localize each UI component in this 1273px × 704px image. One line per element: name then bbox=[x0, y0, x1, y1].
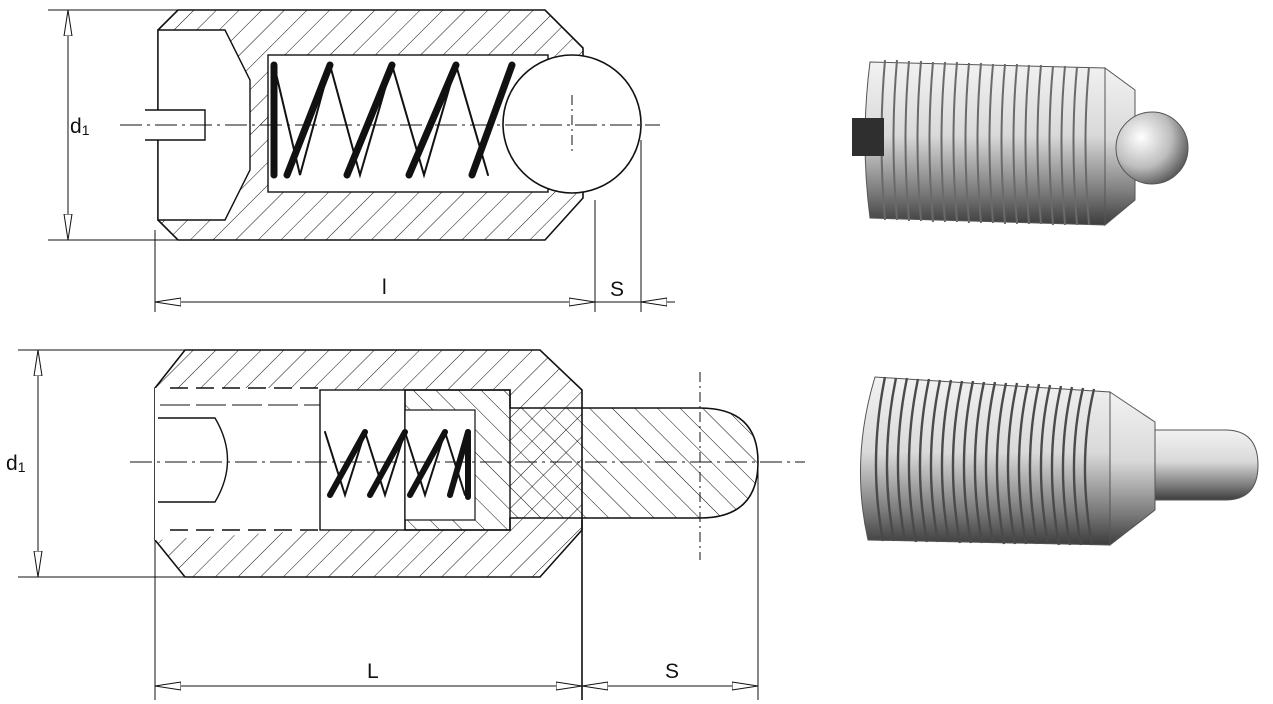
bottom-d1-label: d1 bbox=[6, 452, 26, 475]
bottom-section-view: d1 L S bbox=[6, 349, 805, 700]
bottom-spring bbox=[324, 428, 471, 500]
bottom-s-label: S bbox=[665, 660, 679, 683]
ball-plunger-photo bbox=[840, 25, 1190, 240]
top-s-label: S bbox=[610, 278, 624, 301]
top-spring bbox=[270, 61, 516, 179]
top-d1-label: d1 bbox=[70, 115, 90, 138]
top-section-view: d1 l S bbox=[48, 9, 675, 312]
pin-plunger-photo bbox=[835, 360, 1260, 560]
bottom-pin bbox=[404, 389, 759, 531]
top-l-label: l bbox=[382, 276, 387, 299]
bottom-L-label: L bbox=[367, 660, 379, 683]
